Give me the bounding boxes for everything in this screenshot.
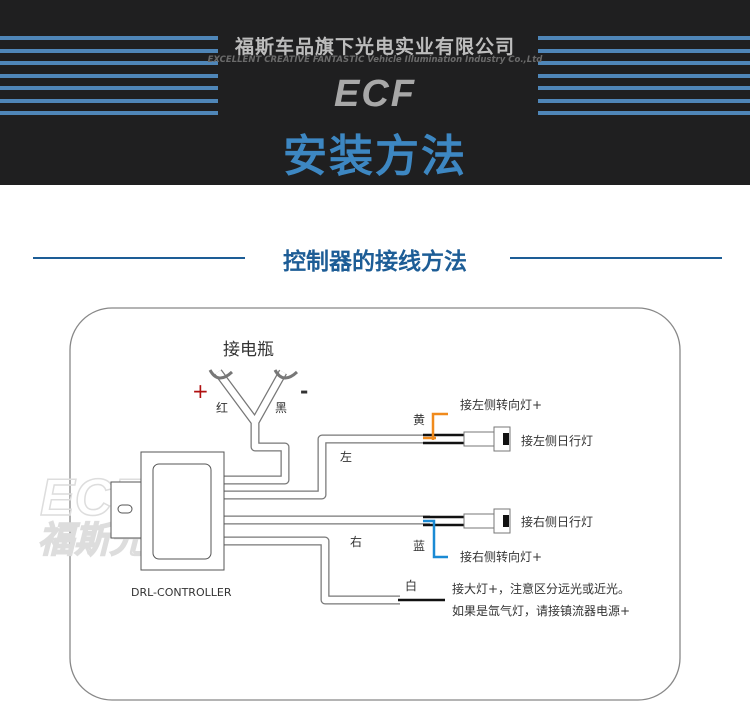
stripe — [538, 74, 750, 78]
company-name: 福斯车品旗下光电实业有限公司 — [234, 36, 515, 58]
battery-label: 接电瓶 — [223, 340, 274, 360]
right-plug-sleeve — [463, 513, 495, 529]
divider — [33, 257, 245, 259]
stripe — [0, 86, 218, 90]
cables — [214, 369, 430, 605]
section-title: 控制器的接线方法 — [283, 249, 467, 275]
right-drl-label: 接右侧日行灯 — [521, 514, 593, 529]
stripe — [0, 111, 218, 115]
white-cable — [223, 536, 400, 605]
diagram-frame — [69, 307, 681, 701]
controller-plug — [110, 481, 142, 539]
black-label: 黑 — [275, 401, 287, 415]
headlight-note-1: 接大灯+，注意区分远光或近光。 — [452, 581, 630, 596]
company-name-en: EXCELLENT CREATIVE FANTASTIC Vehicle Ill… — [207, 55, 543, 65]
minus-sign: - — [300, 379, 308, 403]
blue-label: 蓝 — [413, 539, 425, 553]
divider — [510, 257, 722, 259]
stripe — [538, 36, 750, 40]
yellow-label: 黄 — [413, 413, 425, 427]
battery-terminal-positive — [208, 369, 234, 380]
right-label: 右 — [350, 534, 362, 549]
header-banner: 福斯车品旗下光电实业有限公司 EXCELLENT CREATIVE FANTAS… — [0, 0, 750, 185]
stripe — [0, 74, 218, 78]
controller-label: DRL-CONTROLLER — [131, 586, 232, 599]
red-label: 红 — [216, 400, 228, 415]
white-label: 白 — [405, 578, 417, 593]
stripe — [538, 61, 750, 65]
stripe — [0, 99, 218, 103]
blue-wire — [423, 519, 448, 559]
headlight-note-2: 如果是氙气灯，请接镇流器电源+ — [452, 603, 630, 618]
ecf-logo: ECF — [334, 73, 416, 115]
right-turn-label: 接右侧转向灯+ — [460, 549, 542, 564]
left-label: 左 — [340, 449, 352, 464]
stripe — [538, 111, 750, 115]
stripe — [538, 49, 750, 53]
stripe — [0, 36, 218, 40]
plus-sign: + — [192, 379, 209, 403]
left-turn-label: 接左侧转向灯+ — [460, 397, 542, 412]
stripe — [538, 99, 750, 103]
yellow-wire — [431, 412, 448, 440]
battery-terminal-negative — [273, 369, 299, 380]
left-plug-sleeve — [463, 431, 495, 447]
controller-box — [140, 451, 225, 571]
stripe — [0, 49, 218, 53]
page-title: 安装方法 — [283, 131, 467, 182]
left-drl-label: 接左侧日行灯 — [521, 433, 593, 448]
stripe — [538, 86, 750, 90]
stripe — [0, 61, 218, 65]
